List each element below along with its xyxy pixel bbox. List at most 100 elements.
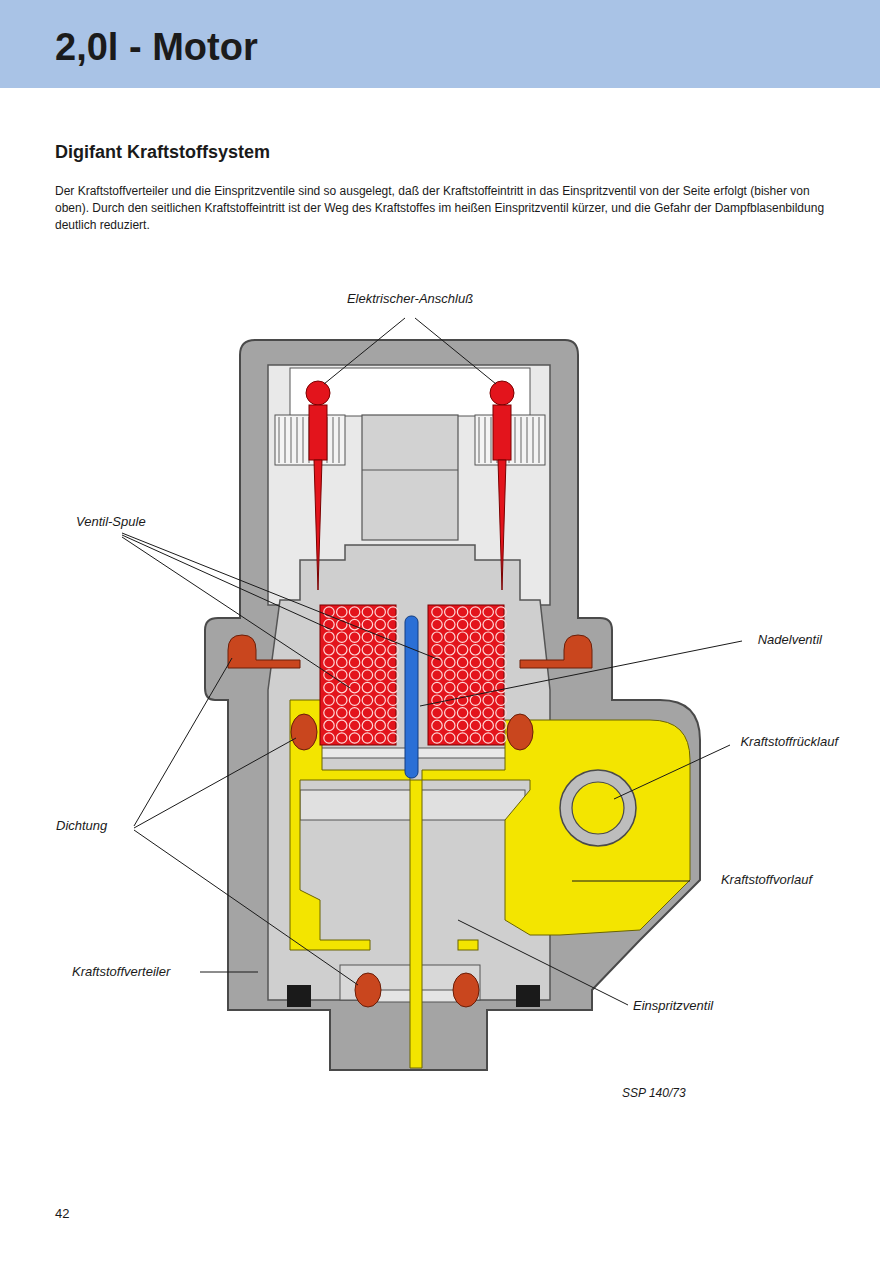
valve-coil-part-part — [362, 619, 372, 629]
needle-valve-part — [405, 616, 418, 778]
leader-lines-part — [324, 318, 405, 384]
injector-body-part — [362, 415, 458, 540]
valve-coil-part-part — [457, 708, 467, 718]
valve-coil-part-part — [375, 657, 385, 667]
electrical-pins-part — [490, 381, 514, 405]
valve-coil-part-part — [349, 657, 359, 667]
valve-coil-part-part — [432, 708, 442, 718]
injector-body-part-part — [533, 417, 534, 463]
leader-lines-part — [134, 830, 358, 985]
valve-coil-part-part — [470, 607, 480, 617]
valve-coil-part-part — [445, 670, 455, 680]
valve-coil-part-part — [375, 619, 385, 629]
valve-coil-part-part — [375, 607, 385, 617]
valve-coil-part-part — [432, 682, 442, 692]
valve-coil-part-part — [362, 657, 372, 667]
valve-coil-part-part — [324, 682, 334, 692]
valve-coil-part-part — [496, 607, 506, 617]
mounting-pads-part — [287, 985, 311, 1007]
valve-coil-part-part — [432, 695, 442, 705]
valve-coil-part-part — [349, 607, 359, 617]
valve-coil-part-part — [324, 632, 334, 642]
valve-coil-part-part — [375, 695, 385, 705]
valve-coil-part-part — [445, 708, 455, 718]
injector-body-part-part — [291, 417, 292, 463]
valve-coil-part-part — [362, 695, 372, 705]
leader-lines-part — [122, 535, 332, 630]
valve-coil-part-part — [432, 607, 442, 617]
injector-body-part-part — [297, 417, 298, 463]
valve-coil-part-part — [324, 708, 334, 718]
valve-coil-part-part — [483, 670, 493, 680]
valve-coil-part-part — [470, 720, 480, 730]
valve-coil-part-part — [337, 632, 347, 642]
electrical-pins-part — [309, 405, 327, 460]
valve-coil-part-part — [457, 619, 467, 629]
injector-body-part — [362, 470, 458, 471]
valve-coil-part-part — [445, 607, 455, 617]
return-port — [560, 770, 636, 846]
valve-coil-part-part — [388, 720, 398, 730]
valve-coil-part-part — [496, 682, 506, 692]
page-title: 2,0l - Motor — [55, 26, 258, 69]
seal-rings — [228, 635, 592, 1007]
valve-coil-part-part — [362, 733, 372, 743]
valve-coil-part-part — [483, 695, 493, 705]
valve-coil-part-part — [445, 733, 455, 743]
valve-coil-part-part — [445, 645, 455, 655]
section-heading: Digifant Kraftstoffsystem — [55, 142, 270, 163]
valve-coil-part-part — [445, 619, 455, 629]
valve-coil-part-part — [375, 733, 385, 743]
valve-coil-part-part — [375, 670, 385, 680]
valve-coil-part-part — [337, 733, 347, 743]
part-label: Kraftstoffverteiler — [72, 964, 170, 979]
valve-coil-part-part — [349, 733, 359, 743]
return-port-part — [560, 770, 636, 846]
valve-coil-part-part — [457, 657, 467, 667]
valve-coil-part-part — [457, 670, 467, 680]
valve-coil-part-part — [432, 645, 442, 655]
valve-coil-part-part — [470, 695, 480, 705]
injector-body-part-part — [491, 417, 492, 463]
valve-coil-part-part — [483, 708, 493, 718]
valve-coil-part-part — [349, 632, 359, 642]
valve-coil-part-part — [388, 657, 398, 667]
valve-coil-part-part — [388, 670, 398, 680]
valve-coil-part-part — [496, 720, 506, 730]
valve-coil-part-part — [496, 657, 506, 667]
valve-coil-part-part — [324, 720, 334, 730]
leader-lines-part — [420, 641, 742, 706]
valve-coil-part-part — [337, 670, 347, 680]
part-label: Elektrischer-Anschluß — [347, 291, 473, 306]
electrical-pins-part — [493, 405, 511, 460]
electrical-pins — [306, 381, 514, 590]
valve-coil-part-part — [375, 645, 385, 655]
valve-coil-part-part — [483, 657, 493, 667]
seal-rings-part — [507, 714, 533, 750]
valve-coil-part-part — [349, 645, 359, 655]
valve-coil-part-part — [457, 632, 467, 642]
leader-lines-part — [458, 920, 628, 1005]
valve-coil-part-part — [337, 645, 347, 655]
valve-coil-part-part — [388, 619, 398, 629]
fuel-region-part — [458, 940, 478, 950]
injector-body-part-part — [485, 417, 486, 463]
part-label: Kraftstoffrücklauf — [740, 734, 838, 749]
seal-rings-part — [228, 635, 300, 668]
valve-coil-part-part — [362, 607, 372, 617]
mounting-pads-part — [516, 985, 540, 1007]
valve-coil-part-part — [432, 720, 442, 730]
part-label: Einspritzventil — [633, 998, 713, 1013]
valve-coil-part-part — [496, 695, 506, 705]
valve-coil-part-part — [457, 682, 467, 692]
page-number: 42 — [55, 1206, 69, 1221]
valve-coil-part-part — [324, 657, 334, 667]
electrical-pins-part — [306, 381, 330, 405]
valve-coil-part-part — [432, 632, 442, 642]
valve-coil-part-part — [470, 733, 480, 743]
seal-rings-part — [520, 635, 592, 668]
fuel-region-part — [290, 700, 690, 1068]
leader-lines-part — [572, 881, 690, 882]
valve-coil-part-part — [483, 607, 493, 617]
leader-lines-part — [122, 537, 350, 688]
